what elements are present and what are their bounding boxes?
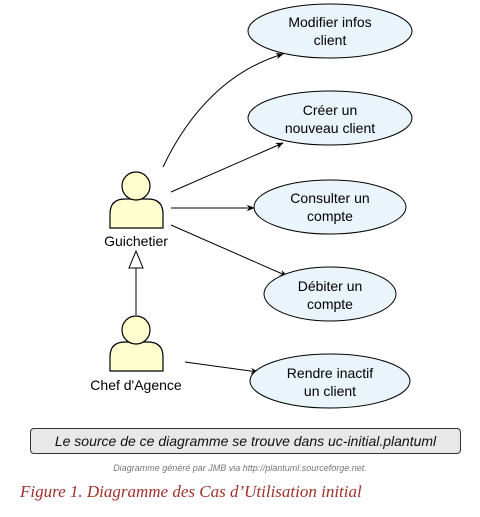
actor-chef-agence-head (121, 315, 151, 345)
usecase-creer-ellipse (247, 90, 413, 146)
actor-guichetier: Guichetier (104, 171, 168, 249)
generalization-arrowhead (128, 249, 144, 269)
usecase-consulter-line2: compte (307, 208, 353, 224)
usecase-debiter-line1: Débiter un (298, 278, 363, 294)
usecase-debiter-ellipse (263, 266, 397, 322)
generated-by-credit: Diagramme généré par JMB via http://plan… (113, 463, 367, 473)
usecase-consulter-line1: Consulter un (290, 190, 369, 206)
actor-chef-agence: Chef d'Agence (90, 315, 182, 393)
usecase-debiter-compte: Débiter un compte (263, 266, 397, 322)
actor-chef-agence-body (109, 341, 164, 372)
usecase-modifier-line1: Modifier infos (288, 14, 371, 30)
usecase-rendre-line2: un client (304, 383, 356, 399)
diagram-source-note: Le source de ce diagramme se trouve dans… (30, 428, 461, 454)
actor-chef-agence-label: Chef d'Agence (90, 377, 182, 393)
actor-guichetier-body (109, 198, 164, 229)
association-rendre (184, 361, 259, 375)
use-case-diagram: Guichetier Chef d'Agence Modifier infos … (90, 3, 413, 409)
usecase-modifier-infos-client: Modifier infos client (247, 3, 413, 59)
usecase-rendre-line1: Rendre inactif (287, 365, 373, 381)
usecase-consulter-compte: Consulter un compte (253, 179, 407, 235)
usecase-rendre-ellipse (249, 353, 411, 409)
association-creer (170, 142, 284, 193)
usecase-debiter-line2: compte (307, 296, 353, 312)
usecase-modifier-line2: client (314, 32, 347, 48)
figure-caption: Figure 1. Diagramme des Cas d’Utilisatio… (20, 482, 362, 501)
usecase-rendre-inactif-client: Rendre inactif un client (249, 353, 411, 409)
association-modifier (162, 53, 284, 168)
usecase-creer-line1: Créer un (303, 102, 357, 118)
usecase-creer-nouveau-client: Créer un nouveau client (247, 90, 413, 146)
usecase-modifier-ellipse (247, 3, 413, 59)
actor-guichetier-label: Guichetier (104, 233, 168, 249)
actor-guichetier-head (121, 171, 151, 201)
association-debiter (170, 224, 288, 277)
usecase-creer-line2: nouveau client (285, 120, 375, 136)
usecase-consulter-ellipse (253, 179, 407, 235)
